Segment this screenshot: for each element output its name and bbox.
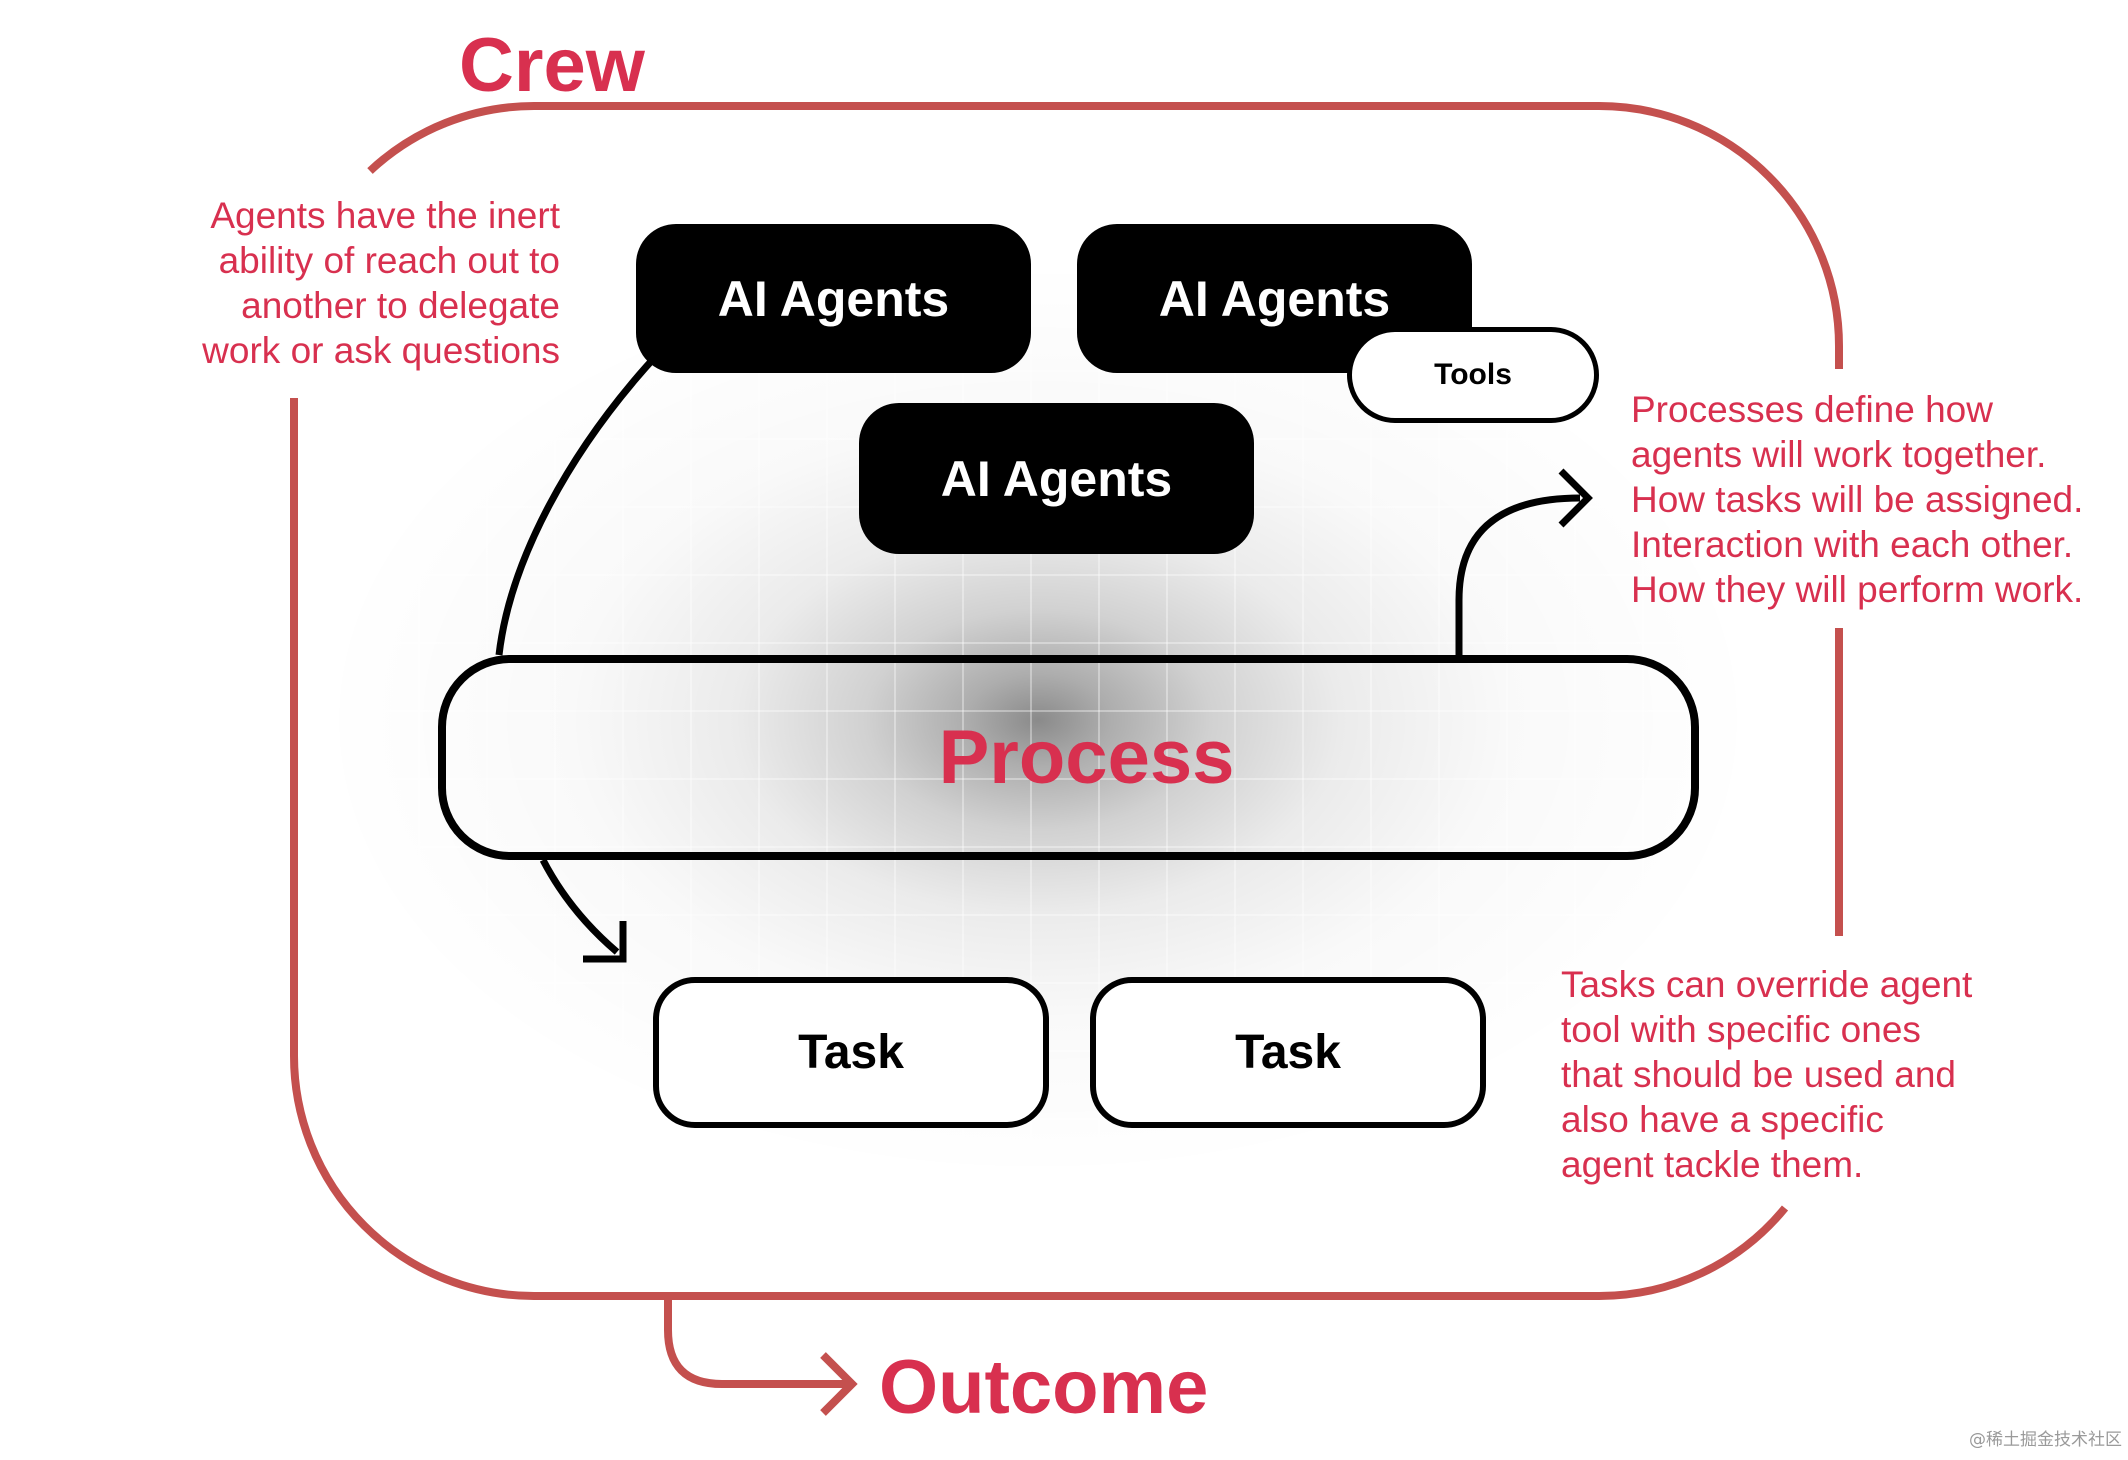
- watermark: @稀土掘金技术社区: [1969, 1430, 2122, 1450]
- note-line: agents will work together.: [1631, 434, 2047, 475]
- note-line: Tasks can override agent: [1561, 964, 1973, 1005]
- note-line: tool with specific ones: [1561, 1009, 1921, 1050]
- note-line: also have a specific: [1561, 1099, 1884, 1140]
- task-label: Task: [1235, 1026, 1341, 1079]
- process-box: Process: [438, 655, 1699, 860]
- tools-box: Tools: [1347, 327, 1599, 423]
- process-label: Process: [938, 714, 1235, 800]
- ai-agent-box: AI Agents: [859, 403, 1254, 554]
- process-to-task-arrow: [539, 858, 620, 955]
- delegation-arrow: [495, 354, 658, 656]
- note-line: ability of reach out to: [218, 240, 560, 281]
- process-note: Processes define how agents will work to…: [1631, 387, 2083, 612]
- crew-frame-bottom: [290, 398, 1789, 1301]
- outcome-title: Outcome: [879, 1345, 1209, 1430]
- crew-frame-top: [367, 102, 1843, 369]
- note-line: work or ask questions: [202, 330, 560, 371]
- note-line: How tasks will be assigned.: [1631, 479, 2084, 520]
- tools-label: Tools: [1434, 358, 1512, 391]
- delegation-note: Agents have the inert ability of reach o…: [150, 193, 560, 373]
- process-to-notes-arrowhead: [1558, 468, 1593, 528]
- note-line: How they will perform work.: [1631, 569, 2084, 610]
- note-line: Interaction with each other.: [1631, 524, 2074, 565]
- ai-agent-label: AI Agents: [1158, 270, 1391, 327]
- outcome-arrowhead: [820, 1352, 858, 1416]
- task-label: Task: [798, 1026, 904, 1079]
- note-line: Agents have the inert: [210, 195, 560, 236]
- ai-agent-box: AI Agents: [636, 224, 1031, 373]
- process-to-notes-arrow: [1455, 494, 1581, 655]
- note-line: agent tackle them.: [1561, 1144, 1864, 1185]
- ai-agent-label: AI Agents: [940, 450, 1173, 507]
- outcome-arrow: [664, 1296, 850, 1388]
- process-to-task-arrowhead: [583, 921, 627, 963]
- ai-agent-label: AI Agents: [717, 270, 950, 327]
- note-line: another to delegate: [241, 285, 560, 326]
- task-box: Task: [653, 977, 1049, 1128]
- crew-title: Crew: [459, 23, 645, 108]
- tasks-note: Tasks can override agent tool with speci…: [1561, 962, 1972, 1187]
- task-box: Task: [1090, 977, 1486, 1128]
- note-line: Processes define how: [1631, 389, 1993, 430]
- note-line: that should be used and: [1561, 1054, 1956, 1095]
